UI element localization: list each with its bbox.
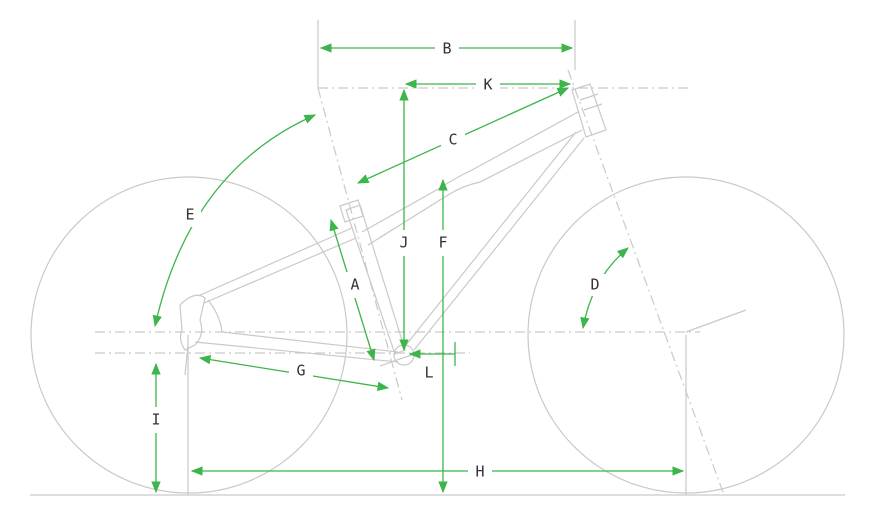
label-e: E: [185, 206, 194, 224]
label-c: C: [448, 131, 457, 149]
derailleur-hanger: [184, 344, 189, 376]
rear-dropout: [179, 294, 206, 351]
chain-stay-lower: [194, 341, 399, 363]
label-a: A: [350, 276, 359, 294]
label-f: F: [438, 234, 447, 252]
fork-offset-line: [685, 309, 747, 333]
label-j: J: [399, 234, 408, 252]
dimension-e: [152, 114, 317, 328]
down-tube-upper: [405, 131, 577, 346]
label-b: B: [442, 40, 451, 58]
top-tube-upper: [361, 111, 579, 233]
headset: [579, 93, 603, 111]
label-i: I: [151, 411, 160, 429]
label-d: D: [590, 276, 599, 294]
steering-axis: [567, 69, 725, 496]
dimension-lines: [151, 43, 685, 494]
label-h: H: [475, 463, 484, 481]
label-l: L: [424, 364, 433, 382]
seat-clamp: [339, 199, 364, 223]
label-k: K: [483, 76, 492, 94]
head-tube: [571, 83, 607, 138]
label-g: G: [296, 362, 305, 380]
dimension-labels: B K C J F A E G L I H D: [146, 38, 605, 481]
top-tube-lower: [367, 129, 583, 246]
